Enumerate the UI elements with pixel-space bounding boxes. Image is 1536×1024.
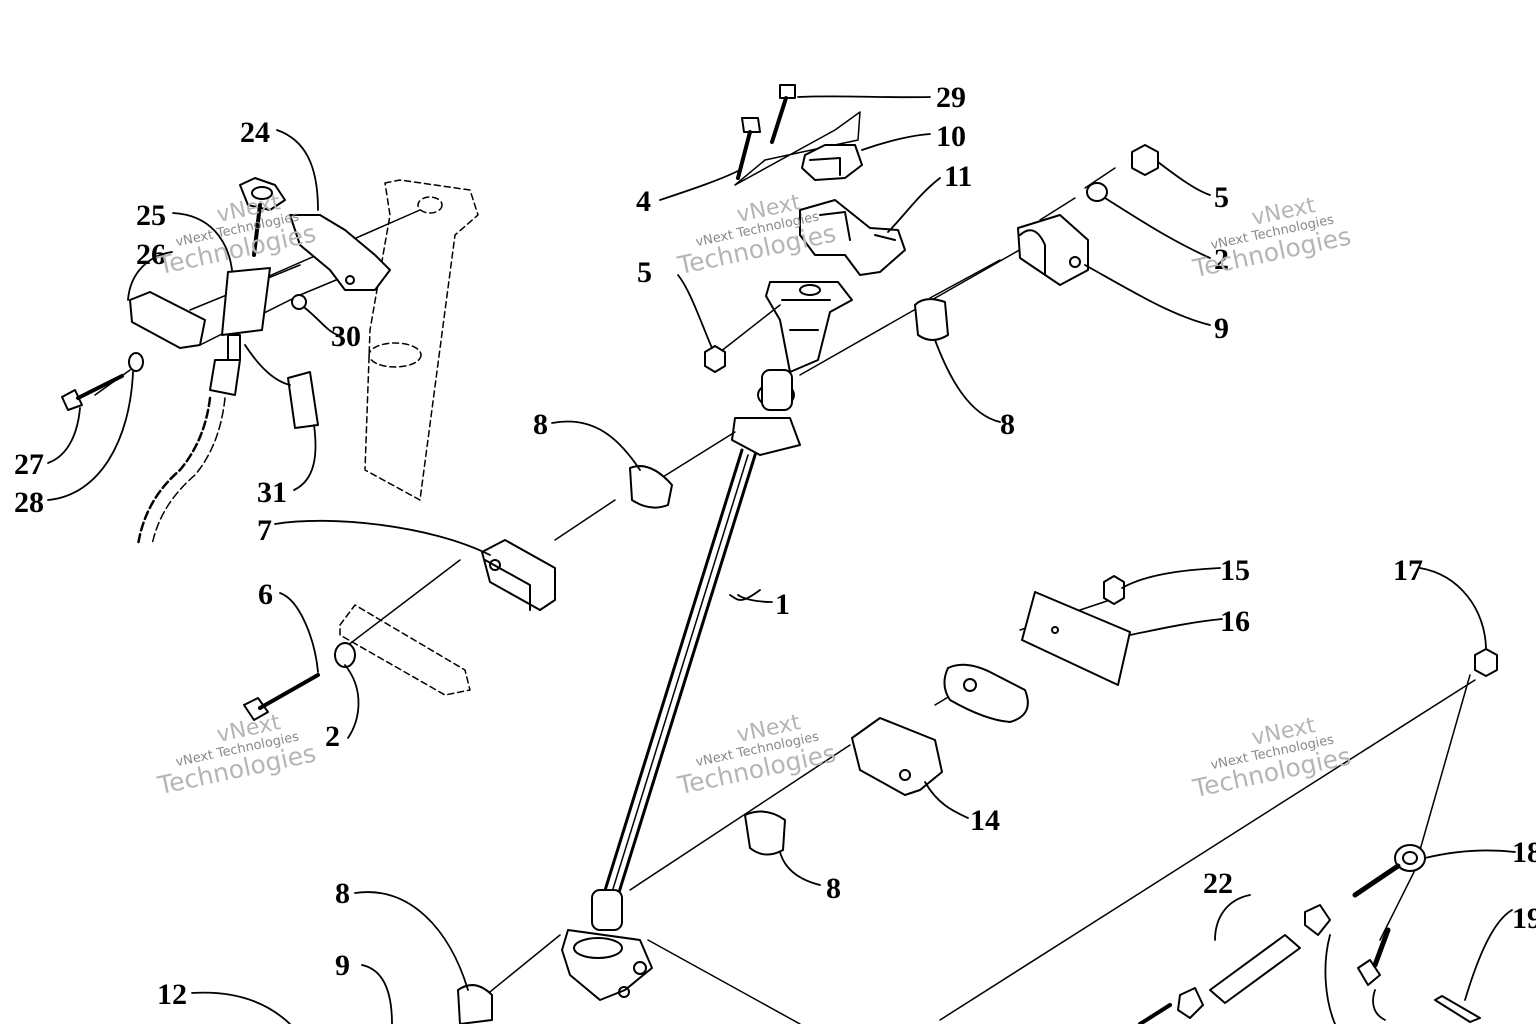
tie-rod-parts — [1138, 844, 1481, 1024]
callout-18: 18 — [1512, 836, 1536, 869]
callout-5: 5 — [637, 256, 652, 289]
callout-24: 24 — [240, 116, 270, 149]
bolts-top — [736, 84, 796, 180]
bushings — [457, 298, 949, 1024]
clamp-block-9 — [1017, 214, 1089, 286]
callout-15: 15 — [1220, 554, 1250, 587]
callout-19: 19 — [1512, 902, 1536, 935]
callout-10: 10 — [936, 120, 966, 153]
callout-9: 9 — [335, 949, 350, 982]
callout-5: 5 — [1214, 181, 1229, 214]
clamp-upper — [799, 144, 906, 276]
callout-26: 26 — [136, 238, 166, 271]
callout-9: 9 — [1214, 312, 1229, 345]
hardware — [128, 144, 1498, 677]
callout-29: 29 — [936, 81, 966, 114]
bolt-6 — [243, 673, 320, 721]
callout-28: 28 — [14, 486, 44, 519]
callout-8: 8 — [1000, 408, 1015, 441]
callout-30: 30 — [331, 320, 361, 353]
callout-labels: 29 10 11 4 5 5 2 9 8 8 7 1 6 2 15 16 17 … — [14, 81, 1536, 1011]
callout-22: 22 — [1203, 867, 1233, 900]
callout-2: 2 — [1214, 243, 1229, 276]
callout-31: 31 — [257, 476, 287, 509]
callout-14: 14 — [970, 804, 1000, 837]
callout-8: 8 — [335, 877, 350, 910]
plates — [851, 591, 1131, 796]
callout-25: 25 — [136, 199, 166, 232]
leader-lines — [47, 95, 1516, 1024]
callout-8: 8 — [533, 408, 548, 441]
callout-2: 2 — [325, 720, 340, 753]
callout-7: 7 — [257, 514, 272, 547]
clamp-block-7 — [481, 539, 556, 611]
steering-post — [561, 281, 853, 1001]
callout-17: 17 — [1393, 554, 1423, 587]
callout-6: 6 — [258, 578, 273, 611]
callout-16: 16 — [1220, 605, 1250, 638]
callout-11: 11 — [944, 160, 972, 193]
callout-4: 4 — [636, 185, 651, 218]
callout-8: 8 — [826, 872, 841, 905]
callout-12: 12 — [157, 978, 187, 1011]
throttle-assembly — [61, 177, 391, 547]
callout-1: 1 — [775, 588, 790, 621]
callout-27: 27 — [14, 448, 44, 481]
